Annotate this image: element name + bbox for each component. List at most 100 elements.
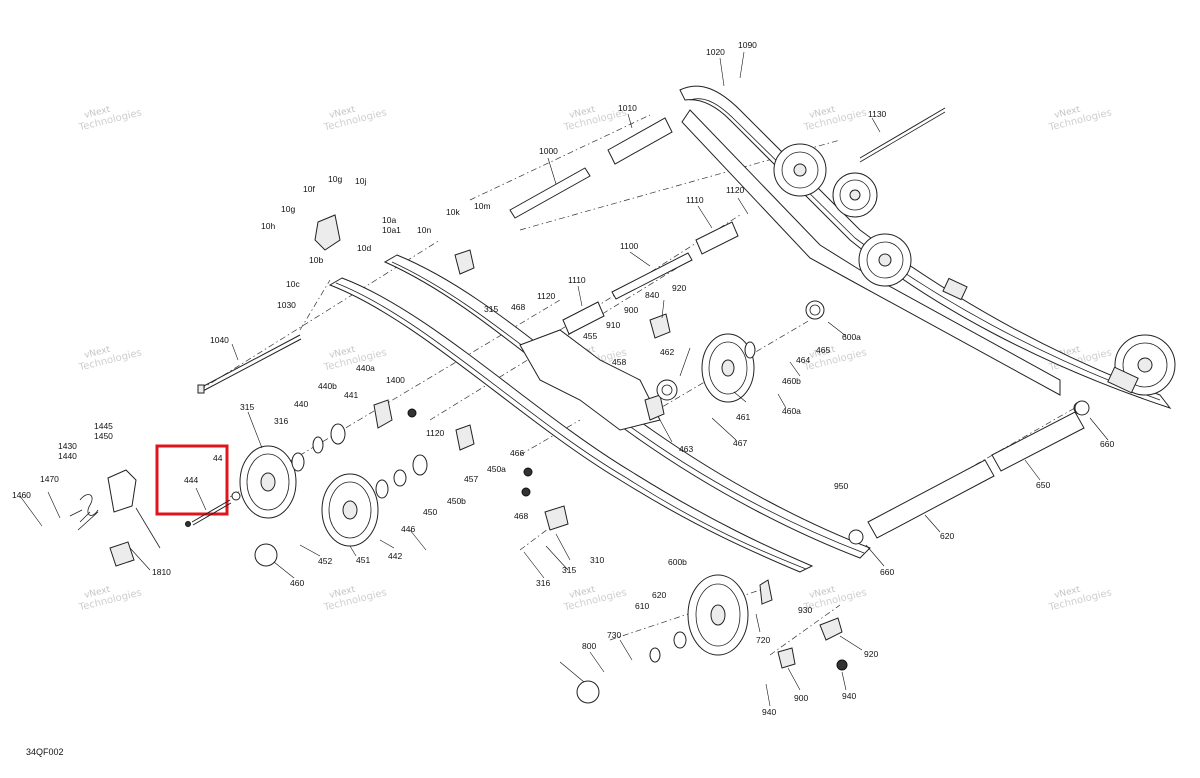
part-label-1450: 1810 [152, 567, 171, 577]
part-label-1430: 1450 [94, 431, 113, 441]
part-label-600b: 620 [652, 590, 666, 600]
left-slide-rail [328, 277, 814, 573]
part-label-454: 452 [318, 556, 332, 566]
part-label-450b: 450 [423, 507, 437, 517]
part-label-1030: 1040 [210, 335, 229, 345]
part-label-600a: 610 [635, 601, 649, 611]
part-label-315: 315 [562, 565, 576, 575]
part-label-840: 920 [672, 283, 686, 293]
part-label-10c: 10c [286, 279, 300, 289]
part-label-458: 460 [290, 578, 304, 588]
part-label-310: 310 [590, 555, 604, 565]
diagram-code: 34QF002 [26, 747, 64, 757]
part-label-10a1: 10a1 [382, 225, 401, 235]
part-label-451: 450a [487, 464, 506, 474]
idler-wheel-600 [687, 574, 749, 656]
part-label-1410: 1440 [58, 451, 77, 461]
part-label-440a: 316 [274, 416, 288, 426]
part-label-1120: 1130 [868, 109, 887, 119]
part-label-1440: 1460 [12, 490, 31, 500]
part-label-1040: 1090 [738, 40, 757, 50]
part-label-460: 460a [782, 406, 801, 416]
part-label-1110-low: 1120 [426, 428, 445, 438]
part-label-940: 940 [762, 707, 776, 717]
part-label-10k: 10k [446, 207, 460, 217]
part-label-1010: 1010 [618, 103, 637, 113]
part-label-452: 450b [447, 496, 466, 506]
part-label-800: 840 [645, 290, 659, 300]
part-label-445: 315 [484, 304, 498, 314]
part-label-1090: 1100 [620, 241, 639, 251]
part-label-468: 600a [842, 332, 861, 342]
part-label-1000: 1000 [539, 146, 558, 156]
spring-assembly [69, 469, 161, 567]
part-label-1020-left: 1030 [277, 300, 296, 310]
part-label-650-low: 660 [880, 567, 894, 577]
part-label-450a: 446 [401, 524, 415, 534]
part-label-446: 441 [344, 390, 358, 400]
part-label-10g: 10g [328, 174, 342, 184]
part-label-1400: 1430 [58, 441, 77, 451]
part-label-1100: 1110 [686, 195, 704, 205]
part-label-447: 468 [511, 302, 525, 312]
part-label-10n: 10n [417, 225, 431, 235]
part-label-1110-mid: 1120 [537, 291, 556, 301]
part-label-440b: 440 [294, 399, 308, 409]
part-label-10h: 10h [261, 221, 275, 231]
part-label-900: 900 [794, 693, 808, 703]
part-label-660: 720 [756, 635, 770, 645]
part-label-1445: 1470 [40, 474, 59, 484]
part-label-462: 462 [660, 347, 674, 357]
part-label-10g-2: 10g [281, 204, 295, 214]
part-label-10j: 10j [355, 176, 366, 186]
part-label-10f: 10f [303, 184, 315, 194]
part-label-316: 316 [536, 578, 550, 588]
part-label-1020-top: 1020 [706, 47, 725, 57]
part-label-465: 466 [510, 448, 524, 458]
part-label-10a: 10a [382, 215, 396, 225]
part-label-10m: 10m [474, 201, 491, 211]
part-label-1420: 1445 [94, 421, 113, 431]
part-label-464: 465 [816, 345, 830, 355]
part-label-920: 930 [798, 605, 812, 615]
bearing-washers [291, 341, 756, 663]
highlighted-part-444[interactable]: 44 444 [155, 444, 241, 527]
idler-wheel-440 [239, 445, 297, 519]
part-label-930: 940 [842, 691, 856, 701]
highlight-label: 444 [184, 475, 198, 485]
part-label-463: 464 [796, 355, 810, 365]
part-label-1100-mid: 1110 [568, 275, 586, 285]
part-label-457: 458 [612, 357, 626, 367]
part-label-830: 910 [606, 320, 620, 330]
part-label-600: 600b [668, 557, 687, 567]
part-label-450: 442 [388, 551, 402, 561]
highlight-box[interactable] [155, 444, 229, 516]
part-label-10d: 10d [357, 243, 371, 253]
part-label-620: 650 [1036, 480, 1050, 490]
part-label-460a: 460b [782, 376, 801, 386]
part-label-730: 800 [582, 641, 596, 651]
part-label-950: 950 [834, 481, 848, 491]
part-label-10b: 10b [309, 255, 323, 265]
part-label-650-right: 660 [1100, 439, 1114, 449]
part-label-1130: 1400 [386, 375, 405, 385]
part-label-810: 900 [624, 305, 638, 315]
part-label-441: 440a [356, 363, 375, 373]
part-label-720: 730 [607, 630, 621, 640]
part-label-461: 463 [679, 444, 693, 454]
part-label-910: 920 [864, 649, 878, 659]
leader-lines [19, 51, 1109, 707]
part-label-466: 467 [733, 438, 747, 448]
part-label-460b: 461 [736, 412, 750, 422]
highlight-label-partial: 44 [213, 453, 223, 463]
small-parts [254, 214, 1090, 704]
